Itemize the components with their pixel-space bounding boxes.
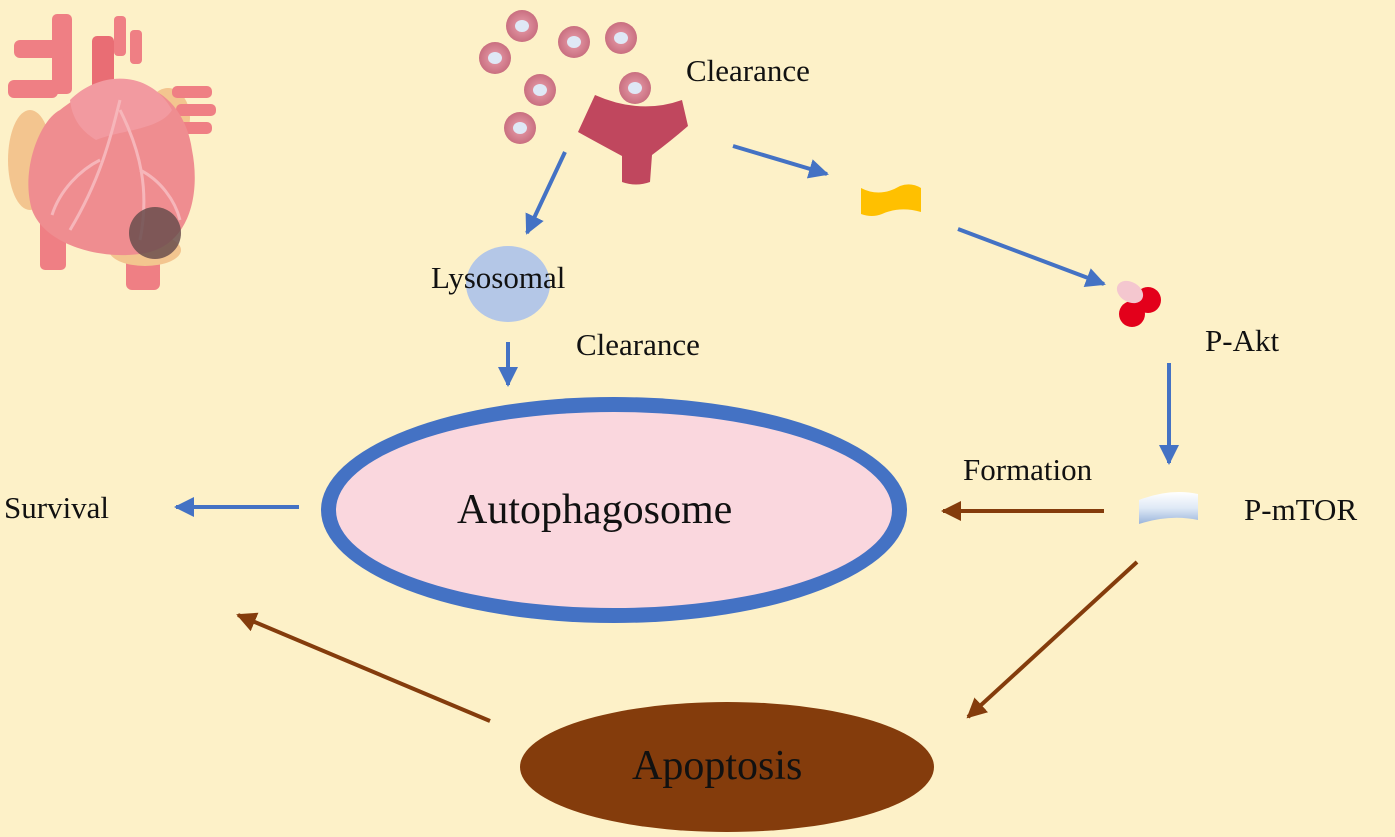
apoptosis-node (520, 702, 934, 832)
lysosomal-label: Lysosomal (431, 260, 566, 295)
formation-label: Formation (963, 452, 1093, 487)
brown-arrows (236, 501, 1139, 723)
akt-icon (1116, 280, 1161, 327)
heart-icon (8, 14, 216, 290)
apoptosis-label: Apoptosis (632, 743, 803, 789)
autophagosome-label: Autophagosome (457, 487, 733, 533)
clearance-label-mid: Clearance (576, 327, 700, 362)
autophagosome (321, 397, 907, 623)
blue-arrows (174, 144, 1179, 517)
clearance-label-top: Clearance (686, 53, 810, 88)
protein-icon (861, 184, 921, 216)
cell-icon (479, 10, 651, 144)
mtor-icon (1139, 492, 1198, 524)
p-mtor-label: P-mTOR (1244, 492, 1358, 527)
lysosome-icon (466, 246, 550, 322)
receptor-icon (578, 95, 688, 185)
p-akt-label: P-Akt (1205, 323, 1280, 358)
survival-label: Survival (4, 490, 110, 525)
